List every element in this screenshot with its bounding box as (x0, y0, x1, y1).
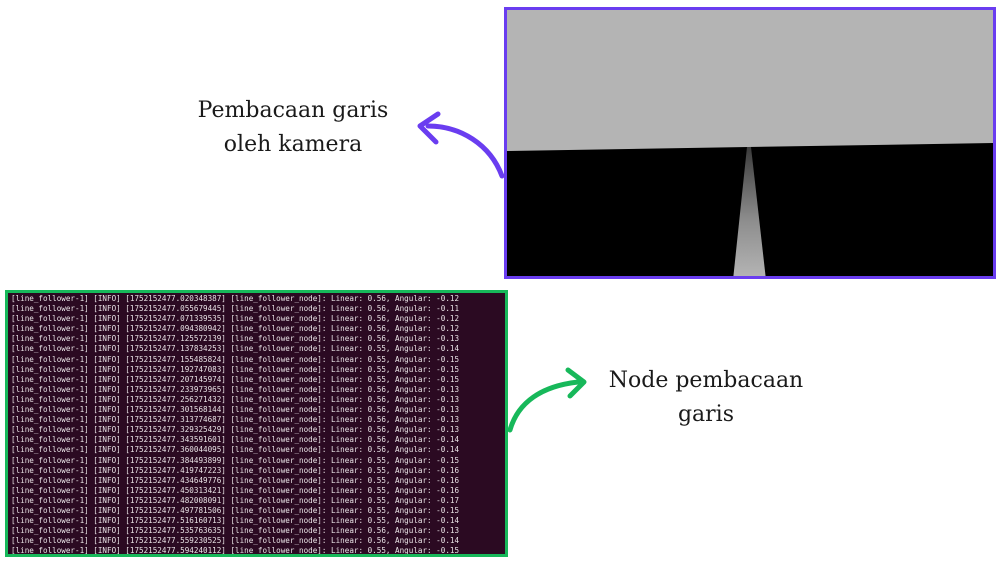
node-caption: Node pembacaan garis (596, 364, 816, 432)
terminal-line: [line_follower-1] [INFO] [1752152477.594… (11, 546, 460, 556)
camera-caption-line-2: oleh kamera (223, 132, 363, 157)
terminal-line: [line_follower-1] [INFO] [1752152477.094… (11, 324, 460, 334)
terminal-line: [line_follower-1] [INFO] [1752152477.384… (11, 455, 460, 465)
terminal-line: [line_follower-1] [INFO] [1752152477.020… (11, 294, 460, 303)
camera-sky (507, 10, 993, 151)
terminal-line: [line_follower-1] [INFO] [1752152477.137… (11, 344, 460, 354)
terminal-line: [line_follower-1] [INFO] [1752152477.071… (11, 314, 460, 324)
terminal-line: [line_follower-1] [INFO] [1752152477.434… (11, 475, 460, 485)
terminal-line: [line_follower-1] [INFO] [1752152477.559… (11, 536, 460, 546)
terminal-line: [line_follower-1] [INFO] [1752152477.233… (11, 384, 460, 394)
terminal-line: [line_follower-1] [INFO] [1752152477.419… (11, 465, 460, 475)
curved-arrow-up-right-icon (507, 367, 587, 433)
terminal-line: [line_follower-1] [INFO] [1752152477.516… (11, 516, 460, 526)
curved-arrow-left-icon (417, 111, 505, 179)
terminal-line: [line_follower-1] [INFO] [1752152477.482… (11, 495, 460, 505)
terminal-output: [line_follower-1] [INFO] [1752152477.020… (5, 290, 508, 557)
track-line (733, 147, 766, 276)
terminal-line: [line_follower-1] [INFO] [1752152477.497… (11, 505, 460, 515)
node-caption-line-2: garis (677, 402, 735, 427)
terminal-line: [line_follower-1] [INFO] [1752152477.535… (11, 526, 460, 536)
terminal-line: [line_follower-1] [INFO] [1752152477.329… (11, 425, 460, 435)
camera-caption: Pembacaan garis oleh kamera (186, 94, 400, 162)
terminal-line: [line_follower-1] [INFO] [1752152477.207… (11, 374, 460, 384)
camera-image (507, 10, 993, 276)
camera-caption-line-1: Pembacaan garis (197, 98, 389, 123)
node-caption-line-1: Node pembacaan (608, 368, 804, 393)
terminal-line: [line_follower-1] [INFO] [1752152477.360… (11, 445, 460, 455)
terminal-line: [line_follower-1] [INFO] [1752152477.192… (11, 364, 460, 374)
terminal-line: [line_follower-1] [INFO] [1752152477.055… (11, 304, 460, 314)
terminal-line: [line_follower-1] [INFO] [1752152477.155… (11, 354, 460, 364)
terminal-line: [line_follower-1] [INFO] [1752152477.313… (11, 415, 460, 425)
terminal-line: [line_follower-1] [INFO] [1752152477.343… (11, 435, 460, 445)
terminal-line: [line_follower-1] [INFO] [1752152477.301… (11, 405, 460, 415)
terminal-line: [line_follower-1] [INFO] [1752152477.125… (11, 334, 460, 344)
camera-view (504, 7, 996, 279)
terminal-line: [line_follower-1] [INFO] [1752152477.256… (11, 394, 460, 404)
terminal-line: [line_follower-1] [INFO] [1752152477.450… (11, 485, 460, 495)
